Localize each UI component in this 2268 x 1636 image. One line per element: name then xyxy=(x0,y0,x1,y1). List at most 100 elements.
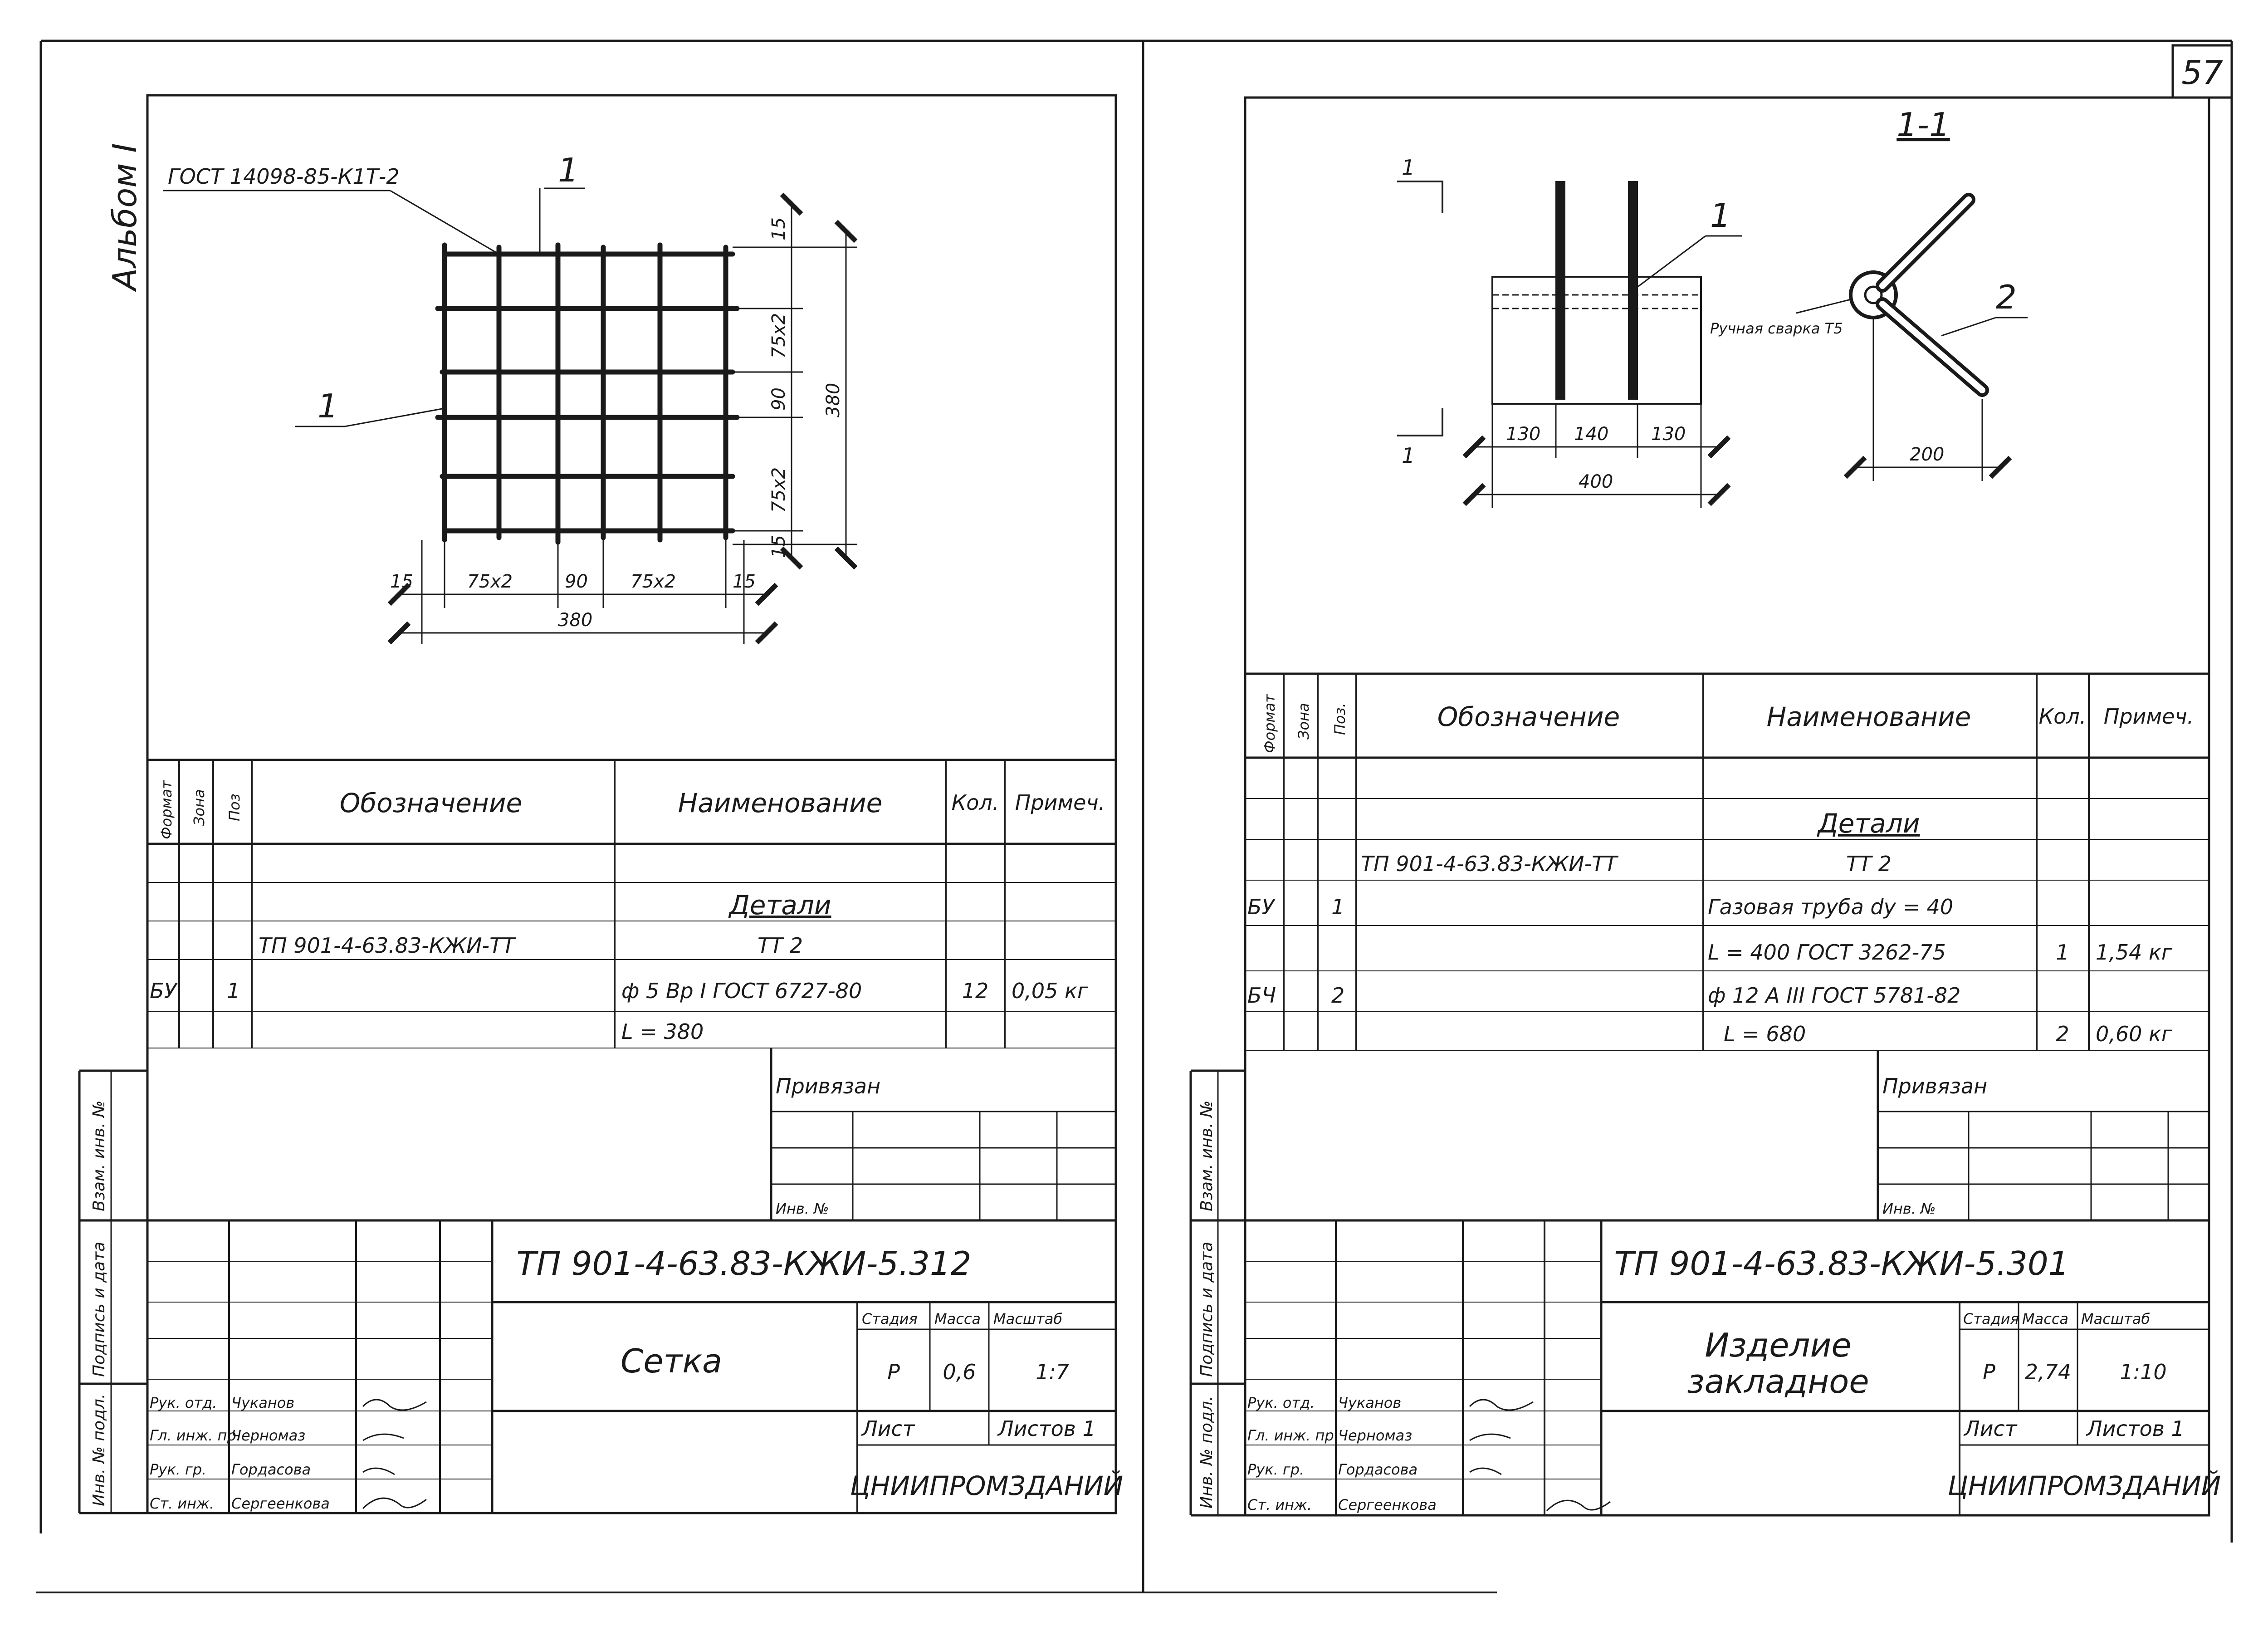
row-pipe-name: Газовая труба dy = 40 xyxy=(1708,895,1953,919)
sheet-label: Лист xyxy=(861,1416,915,1441)
dim-right: 15 xyxy=(733,571,756,592)
row-tt2-name: ТТ 2 xyxy=(1846,852,1892,876)
side-label-replaced-inv: Взам. инв. № xyxy=(90,1101,108,1211)
dim-width-total: 380 xyxy=(558,610,592,631)
row-pipe-note: 1,54 кг xyxy=(2096,940,2173,965)
dim-130-right: 130 xyxy=(1651,424,1686,445)
row-bar-name: ф 5 Вр I ГОСТ 6727-80 xyxy=(621,979,862,1003)
section-marks xyxy=(1397,181,1443,436)
sheet-label: Лист xyxy=(1963,1416,2018,1441)
mesh-callout-left: 1 xyxy=(318,387,338,425)
mesh-drawing xyxy=(435,242,740,545)
col-pos: Поз xyxy=(226,794,243,821)
dim-pitch-top: 75x2 xyxy=(768,313,789,358)
signer-name-4: Сергеенкова xyxy=(231,1495,330,1512)
standard-callout: ГОСТ 14098-85-К1Т-2 xyxy=(168,164,400,189)
col-name: Наименование xyxy=(678,788,883,818)
drawing-title-line2: закладное xyxy=(1687,1362,1869,1401)
col-name: Наименование xyxy=(1767,701,1971,732)
privyazan-label: Привязан xyxy=(1882,1074,1987,1098)
signature-marks xyxy=(1469,1399,1611,1512)
col-note: Примеч. xyxy=(1015,790,1105,815)
signer-role-4: Ст. инж. xyxy=(150,1495,214,1512)
row-bar-length: L = 680 xyxy=(1724,1022,1806,1046)
row-bar-format: БУ xyxy=(150,979,178,1003)
signer-name-2: Черномаз xyxy=(231,1427,305,1444)
organization-name: ЦНИИПРОМЗДАНИЙ xyxy=(1948,1470,2221,1501)
signer-name-1: Чуканов xyxy=(1338,1394,1401,1411)
mass-value: 0,6 xyxy=(943,1360,976,1384)
stage-label: Стадия xyxy=(1963,1310,2019,1327)
dim-140: 140 xyxy=(1574,424,1608,445)
title-block-right xyxy=(1245,1220,2209,1515)
signer-name-4: Сергеенкова xyxy=(1338,1496,1437,1514)
scale-label: Масштаб xyxy=(2081,1310,2150,1327)
privyazan-block-right xyxy=(1245,1050,2209,1222)
dim-mid-vertical: 90 xyxy=(768,387,789,411)
drawing-title-line1: Изделие xyxy=(1705,1326,1851,1364)
signer-name-1: Чуканов xyxy=(231,1394,294,1411)
section-mark-top: 1 xyxy=(1402,155,1415,180)
section-label: 1-1 xyxy=(1897,106,1950,144)
title-block-left xyxy=(147,1220,1116,1513)
row-pipe-qty: 1 xyxy=(2056,940,2069,965)
row-bar-pos: 1 xyxy=(227,979,240,1003)
weld-callout: Ручная сварка Т5 xyxy=(1710,320,1843,337)
dim-top: 15 xyxy=(768,217,789,240)
col-zone: Зона xyxy=(1295,703,1312,740)
row-bar-qty: 2 xyxy=(2056,1022,2069,1046)
album-label: Альбом I xyxy=(106,143,144,292)
privyazan-block-left xyxy=(147,1048,1116,1222)
row-tt2-name: ТТ 2 xyxy=(758,933,803,958)
mesh-callout-top: 1 xyxy=(558,151,579,189)
row-tt2-designation: ТП 901-4-63.83-КЖИ-ТТ xyxy=(259,933,517,958)
col-designation: Обозначение xyxy=(1437,701,1620,732)
embedded-part-drawing xyxy=(1491,181,1989,405)
sheets-label: Листов 1 xyxy=(997,1416,1096,1441)
row-pipe-length: L = 400 ГОСТ 3262-75 xyxy=(1708,940,1946,965)
dim-pitch-left: 75x2 xyxy=(467,571,513,592)
page-number: 57 xyxy=(2181,54,2223,92)
mass-label: Масса xyxy=(2022,1310,2068,1327)
page-frame xyxy=(36,39,2233,1593)
dim-bar-200: 200 xyxy=(1910,444,1944,465)
stage-value: Р xyxy=(887,1360,900,1384)
dim-mid-horizontal: 90 xyxy=(565,571,588,592)
signer-role-2: Гл. инж. пр. xyxy=(1247,1427,1339,1444)
col-zone: Зона xyxy=(191,789,208,826)
row-bar-note: 0,60 кг xyxy=(2096,1022,2173,1046)
row-length-name: L = 380 xyxy=(621,1019,704,1044)
row-pipe-format: БУ xyxy=(1247,895,1276,919)
doc-code: ТП 901-4-63.83-КЖИ-5.312 xyxy=(517,1244,972,1283)
spec-table-left xyxy=(147,759,1116,1048)
signer-role-2: Гл. инж. пр. xyxy=(150,1427,241,1444)
callout-pos-1: 1 xyxy=(1710,196,1731,235)
row-bar-note: 0,05 кг xyxy=(1012,979,1089,1003)
row-bar-qty: 12 xyxy=(962,979,989,1003)
privyazan-label: Привязан xyxy=(776,1074,880,1098)
mass-value: 2,74 xyxy=(2025,1360,2071,1384)
dim-height-total: 380 xyxy=(823,383,844,417)
callout-pos-2: 2 xyxy=(1996,278,2017,316)
side-label-signature-date: Подпись и дата xyxy=(90,1242,108,1377)
dim-total-400: 400 xyxy=(1579,471,1613,492)
mass-label: Масса xyxy=(934,1310,981,1327)
signer-name-2: Черномаз xyxy=(1338,1427,1412,1444)
row-details-name: Детали xyxy=(728,890,831,921)
signer-role-3: Рук. гр. xyxy=(150,1461,206,1478)
col-qty: Кол. xyxy=(952,790,999,815)
stage-value: Р xyxy=(1983,1360,1995,1384)
row-bar-format: БЧ xyxy=(1247,983,1276,1008)
right-sheet: Взам. инв. № Подпись и дата Инв. № подл.… xyxy=(1189,96,2221,1517)
scale-label: Масштаб xyxy=(993,1310,1062,1327)
dim-pitch-right: 75x2 xyxy=(631,571,676,592)
col-format: Формат xyxy=(1261,694,1278,753)
row-bar-pos: 2 xyxy=(1331,983,1344,1008)
row-pipe-pos: 1 xyxy=(1331,895,1344,919)
signer-role-4: Ст. инж. xyxy=(1247,1496,1312,1514)
organization-name: ЦНИИПРОМЗДАНИЙ xyxy=(850,1470,1123,1501)
side-label-original-inv: Инв. № подл. xyxy=(1198,1396,1216,1509)
col-qty: Кол. xyxy=(2039,704,2087,729)
row-details-name: Детали xyxy=(1816,808,1920,839)
